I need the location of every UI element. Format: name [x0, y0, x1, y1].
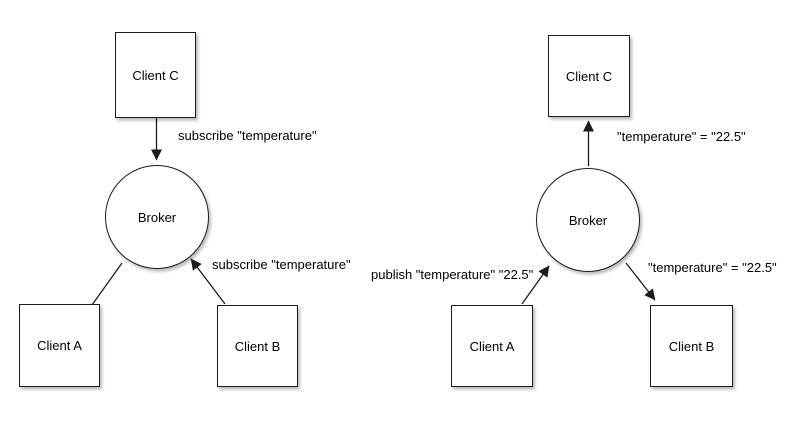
left-client-c-label: Client C [132, 67, 179, 83]
left-clientb-to-broker-arrow [190, 258, 226, 305]
right-client-b-label: Client B [668, 338, 715, 354]
right-client-b-node: Client B [650, 305, 733, 387]
right-temperature-c-edge-label: "temperature" = "22.5" [617, 129, 746, 144]
right-clienta-to-broker-arrow [521, 265, 550, 305]
right-client-a-node: Client A [451, 305, 533, 387]
left-subscribe-b-edge-label: subscribe "temperature" [212, 257, 351, 272]
right-broker-to-clientb-arrow [625, 262, 656, 301]
left-broker-label: Broker [137, 209, 177, 225]
right-client-a-label: Client A [469, 338, 515, 354]
left-subscribe-c-edge-label: subscribe "temperature" [178, 128, 317, 143]
right-broker-label: Broker [568, 212, 608, 228]
left-client-a-label: Client A [37, 338, 82, 353]
right-broker-node: Broker [536, 168, 640, 272]
left-client-b-label: Client B [234, 338, 281, 354]
left-clienta-to-broker-line [91, 262, 123, 306]
left-client-a-node: Client A [19, 304, 100, 387]
left-broker-node: Broker [105, 165, 209, 269]
left-client-b-node: Client B [217, 305, 298, 387]
right-publish-a-edge-label: publish "temperature" "22.5" [371, 267, 534, 282]
right-client-c-node: Client C [548, 35, 630, 117]
right-temperature-b-edge-label: "temperature" = "22.5" [648, 260, 777, 275]
left-client-c-node: Client C [115, 32, 196, 118]
right-client-c-label: Client C [565, 68, 613, 84]
